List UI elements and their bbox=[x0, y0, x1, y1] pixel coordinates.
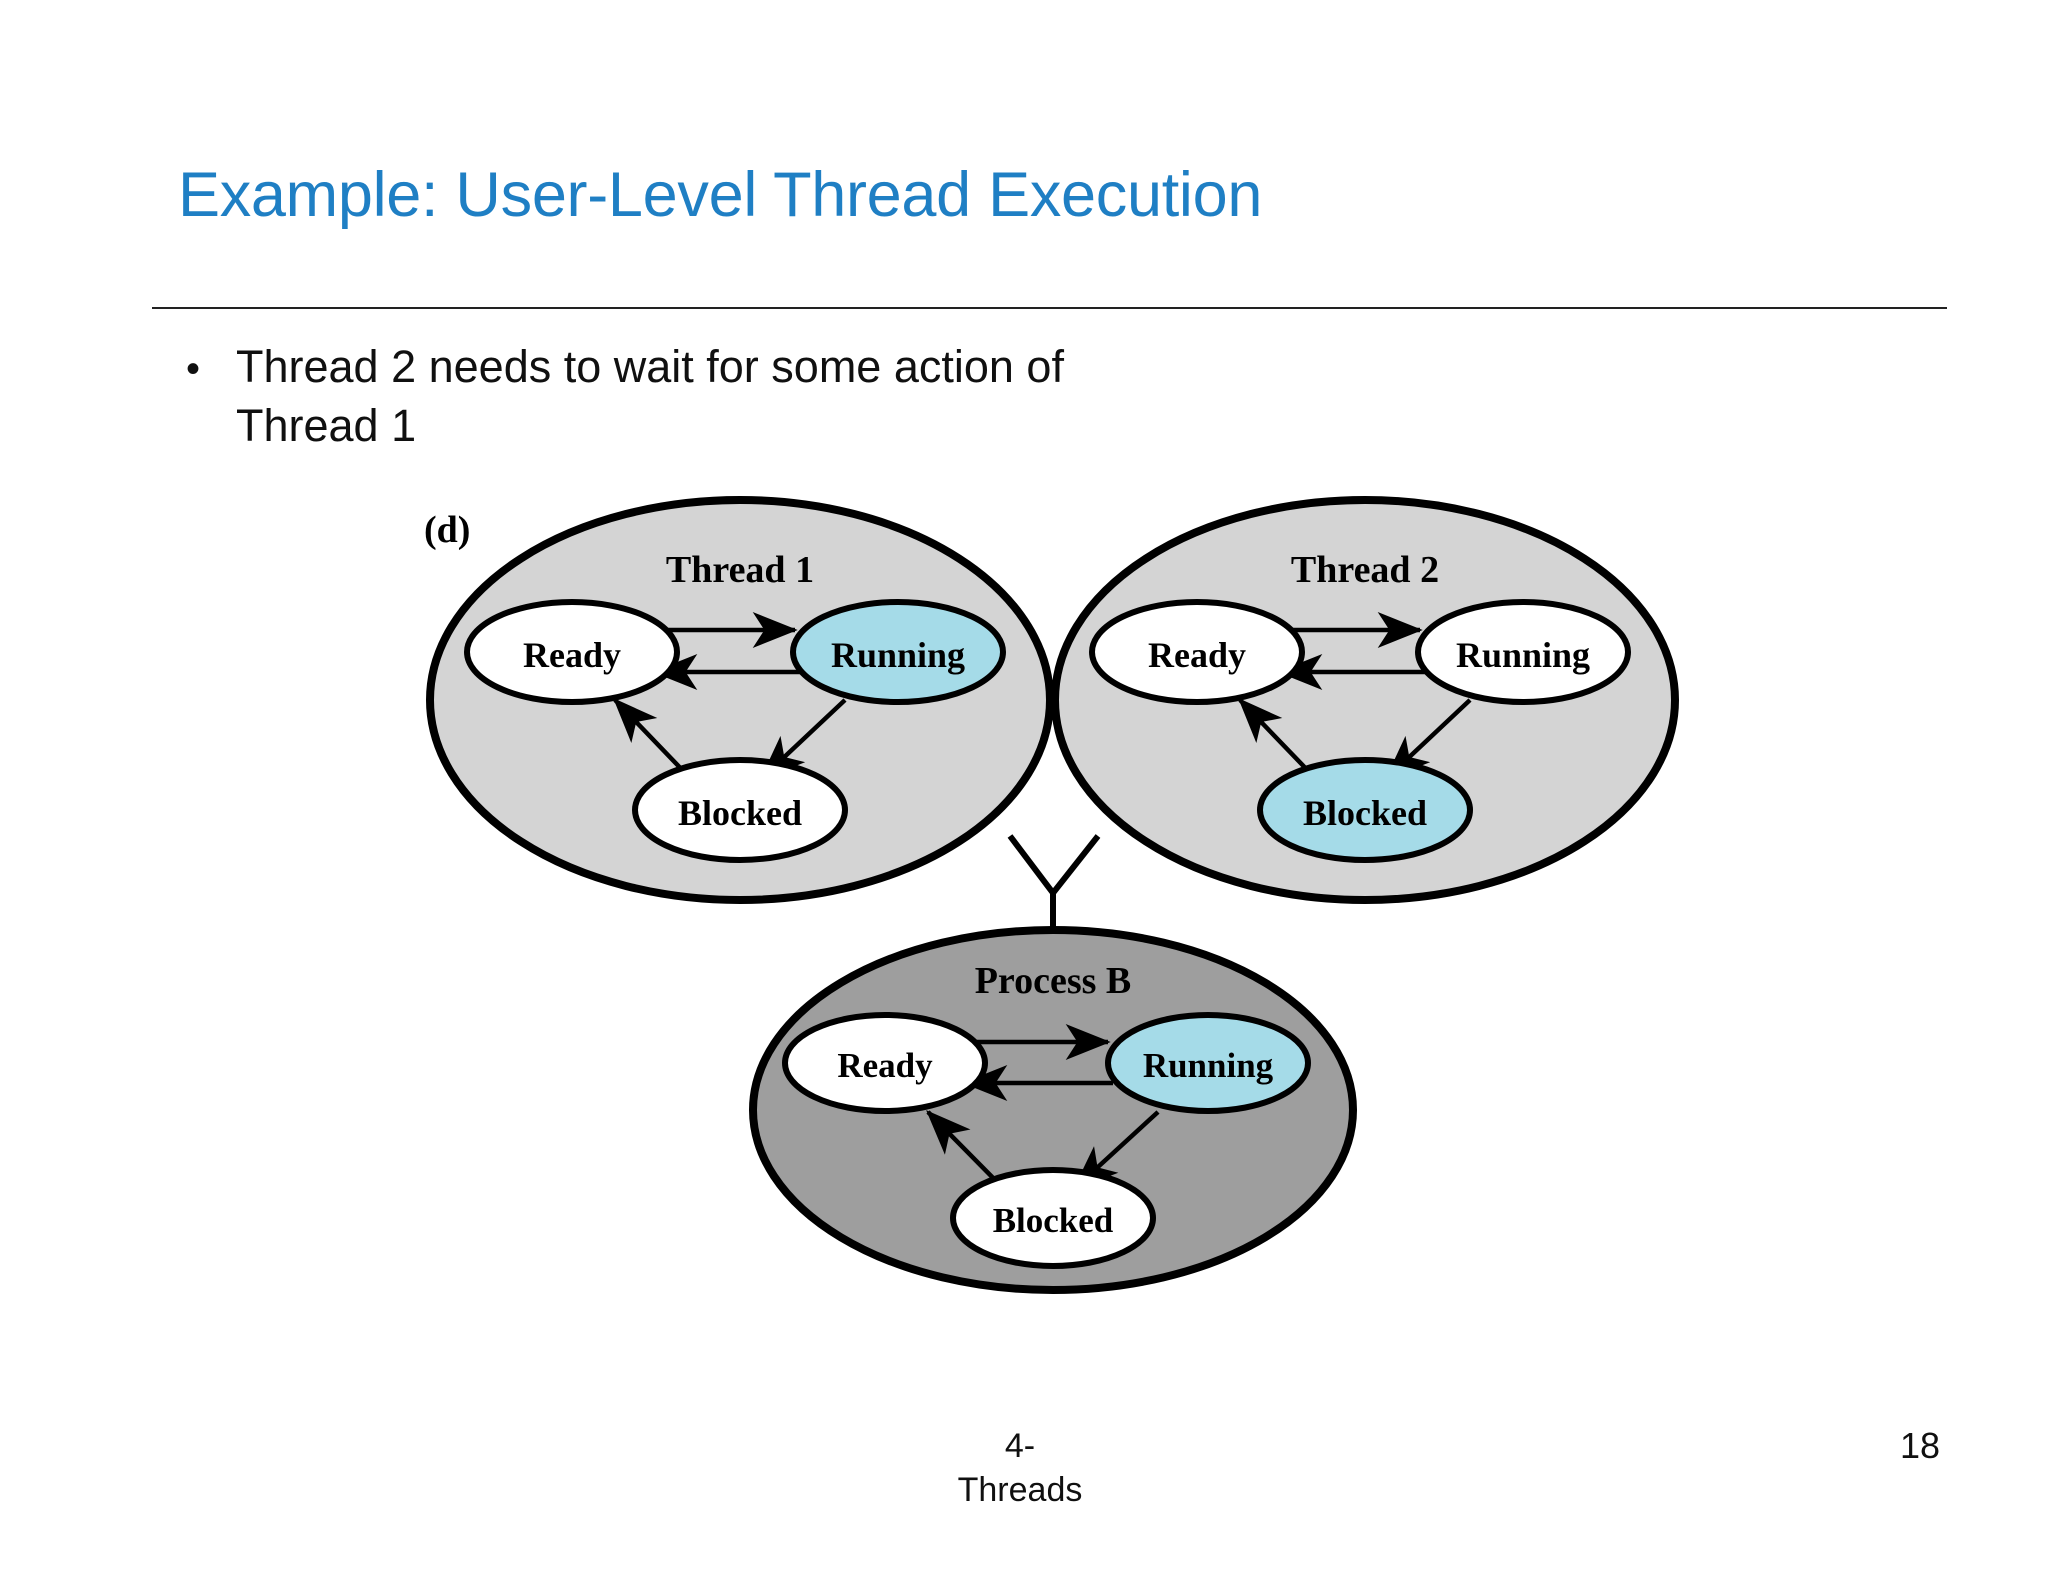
diagram-labels: Thread 1 Thread 2 Process B Ready Runnin… bbox=[523, 549, 1590, 1240]
title-divider bbox=[152, 307, 1947, 309]
thread-1-label-blocked: Blocked bbox=[678, 793, 802, 833]
group-process-b bbox=[749, 926, 1357, 1294]
thread-2-node-ready[interactable] bbox=[1089, 599, 1305, 705]
group-thread-1 bbox=[426, 496, 1054, 904]
bullet-text: Thread 2 needs to wait for some action o… bbox=[236, 341, 1064, 451]
thread-2-title: Thread 2 bbox=[1291, 549, 1439, 591]
page-title: Example: User-Level Thread Execution bbox=[178, 160, 1263, 230]
process-b-node-blocked[interactable] bbox=[950, 1167, 1156, 1269]
thread-1-node-running[interactable] bbox=[790, 599, 1006, 705]
thread-2-node-blocked[interactable] bbox=[1257, 757, 1473, 863]
process-b-title: Process B bbox=[975, 960, 1132, 1002]
arrow-blocked-to-ready bbox=[926, 1110, 1005, 1190]
group-thread-2 bbox=[1051, 496, 1679, 904]
thread-1-node-blocked[interactable] bbox=[632, 757, 848, 863]
process-b-node-running[interactable] bbox=[1105, 1012, 1311, 1114]
thread-2-node-running[interactable] bbox=[1415, 599, 1631, 705]
process-b-label-ready: Ready bbox=[837, 1046, 933, 1085]
group-connectors bbox=[1007, 834, 1101, 935]
thread-2-label-blocked: Blocked bbox=[1303, 793, 1427, 833]
process-b-label-blocked: Blocked bbox=[993, 1201, 1114, 1240]
list-item: • Thread 2 needs to wait for some action… bbox=[178, 338, 1328, 455]
panel-label: (d) bbox=[424, 509, 471, 551]
bullet-marker-icon: • bbox=[186, 347, 201, 391]
thread-2-label-ready: Ready bbox=[1148, 635, 1246, 675]
thread-1-label-running: Running bbox=[831, 635, 965, 675]
thread-1-node-ready[interactable] bbox=[464, 599, 680, 705]
arrow-blocked-to-ready bbox=[1238, 698, 1317, 780]
slide-footer-text: 4- Threads bbox=[957, 1427, 1083, 1509]
process-b-label-running: Running bbox=[1143, 1046, 1274, 1085]
thread-1-label-ready: Ready bbox=[523, 635, 621, 675]
thread-2-label-running: Running bbox=[1456, 635, 1590, 675]
thread-1-title: Thread 1 bbox=[666, 549, 814, 591]
slide-page-number: 18 bbox=[1899, 1425, 1940, 1466]
bullet-list: • Thread 2 needs to wait for some action… bbox=[178, 338, 1328, 455]
process-b-node-ready[interactable] bbox=[782, 1012, 988, 1114]
arrow-blocked-to-ready bbox=[613, 698, 692, 780]
